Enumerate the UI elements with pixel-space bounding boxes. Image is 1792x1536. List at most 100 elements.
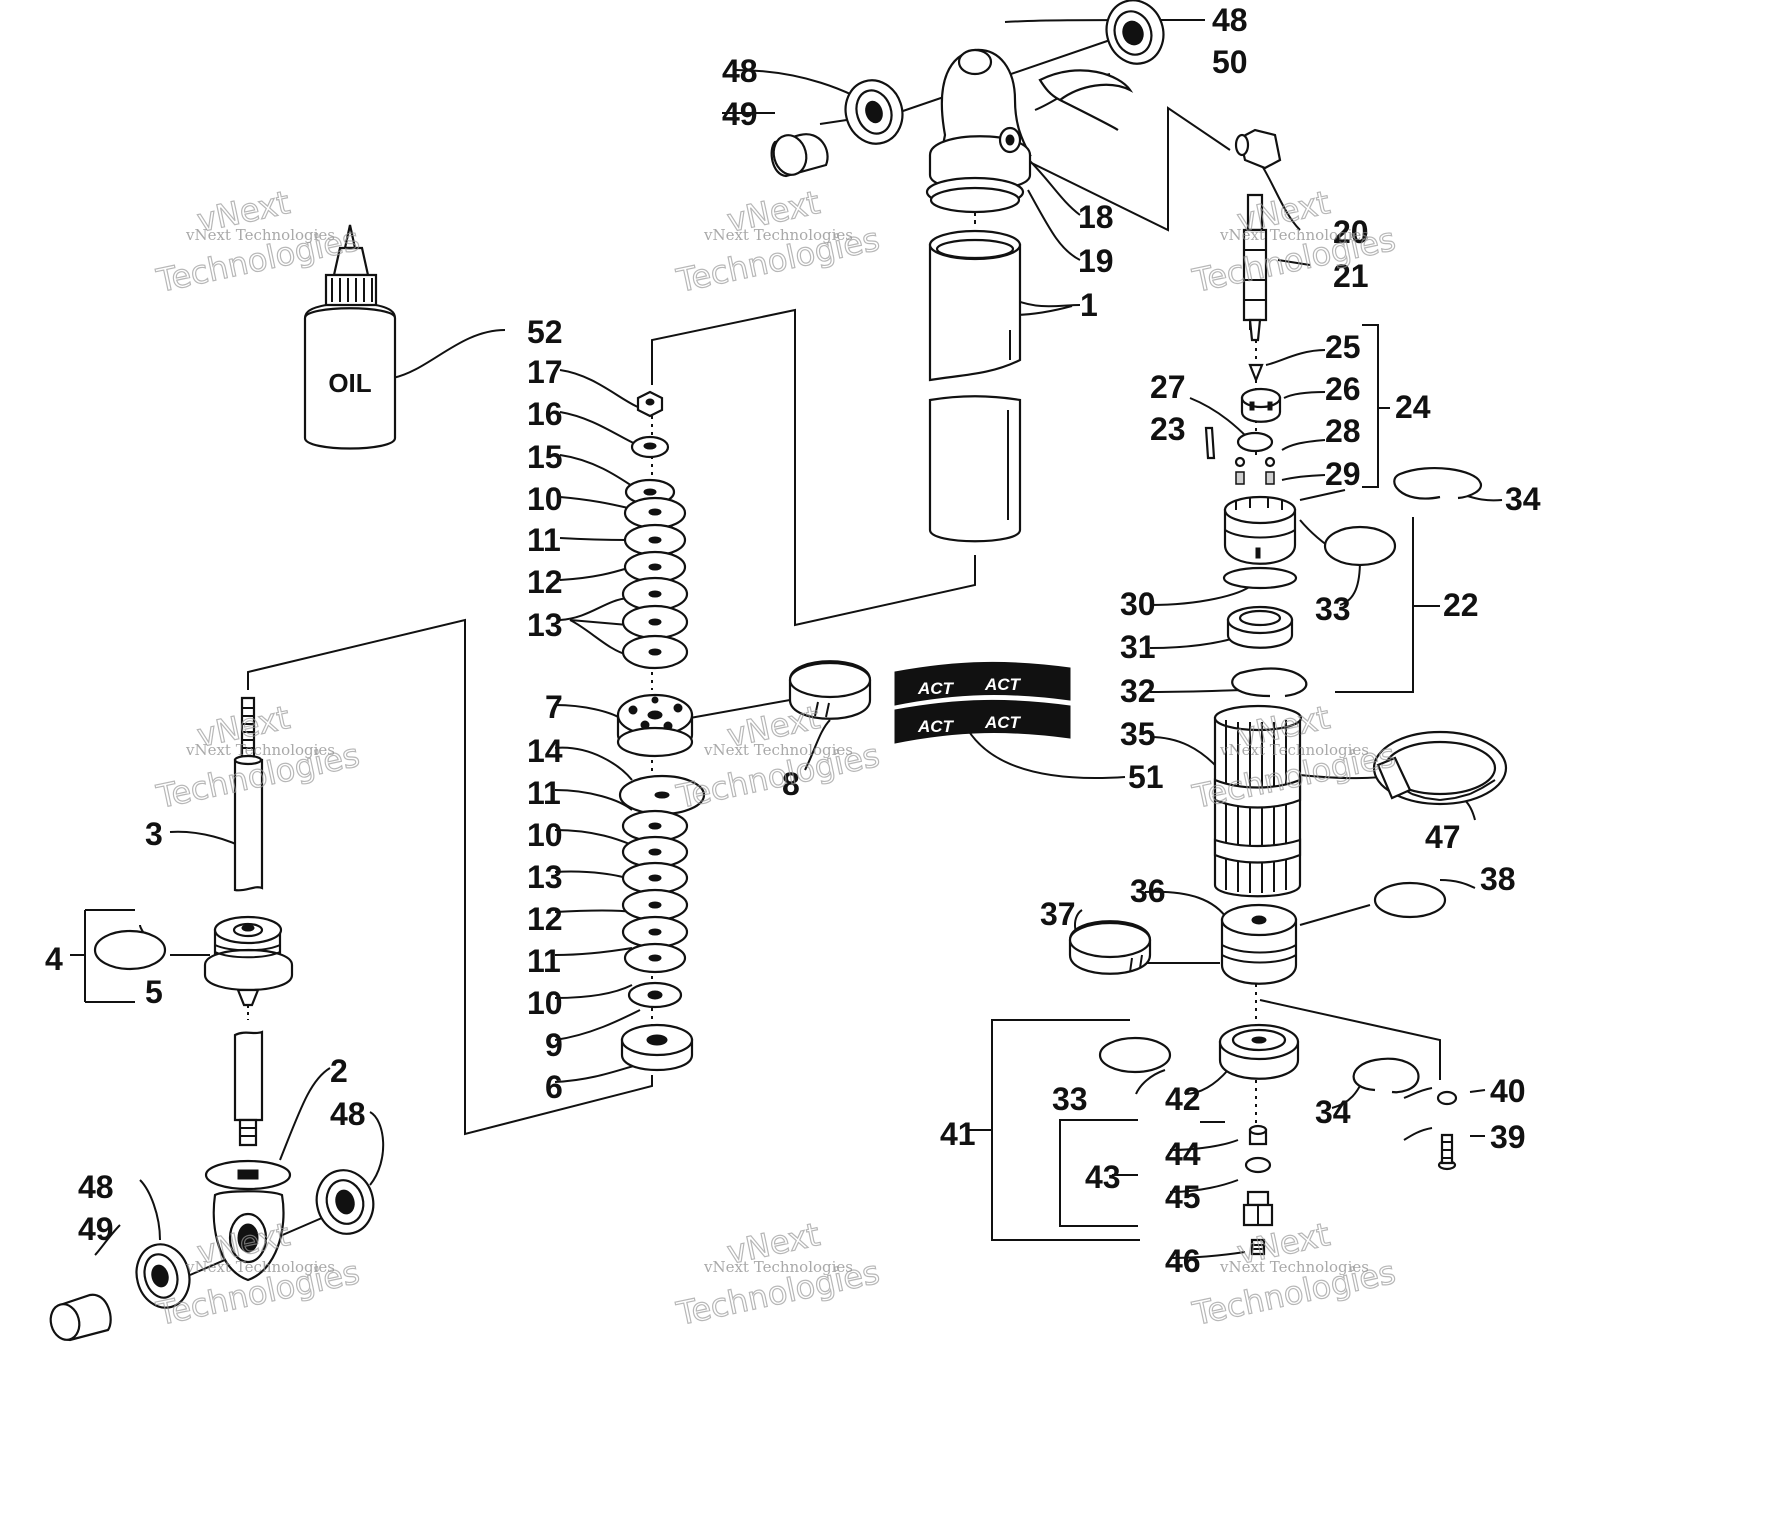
screw-25 <box>1248 363 1264 383</box>
decal-text-2: ACT <box>984 675 1022 694</box>
callout-18: 18 <box>1078 199 1114 235</box>
callout-39: 39 <box>1490 1119 1526 1155</box>
watermark-top-center: vNext vNext Technologies Technologies <box>672 183 883 301</box>
shaft-3 <box>233 696 264 892</box>
end-cap-42 <box>1218 1023 1300 1080</box>
shaft-lower <box>233 1030 264 1147</box>
decal-51: ACT ACT ACT ACT <box>894 661 1071 744</box>
shock-eye-bottom-2 <box>204 1159 292 1282</box>
oil-bottle-label: OIL <box>328 368 371 398</box>
hose-clamp-47 <box>1372 730 1508 806</box>
o-ring-27 <box>1236 431 1274 453</box>
callout-49-top: 49 <box>722 96 758 132</box>
callout-51: 51 <box>1128 759 1164 795</box>
callout-11-upper: 11 <box>527 522 561 558</box>
watermark-line2: vNext Technologies <box>185 741 335 759</box>
plug-44 <box>1248 1124 1268 1146</box>
callout-34-lower: 34 <box>1315 1094 1351 1130</box>
callout-27: 27 <box>1150 369 1186 405</box>
decal-text-1: ACT <box>917 679 955 698</box>
callout-34-upper: 34 <box>1505 481 1541 517</box>
callout-33-lower: 33 <box>1052 1081 1088 1117</box>
callout-4: 4 <box>45 941 63 977</box>
cylinder-1-lower <box>928 395 1022 543</box>
parts: OIL <box>49 0 1508 1342</box>
callout-25: 25 <box>1325 329 1361 365</box>
callout-48-bottom-right: 48 <box>330 1096 366 1132</box>
seal-head-4 <box>203 915 294 1007</box>
callout-29: 29 <box>1325 456 1361 492</box>
bushing-48-top-left <box>844 79 904 145</box>
piston-ring-8 <box>788 660 872 720</box>
callout-12-lower: 12 <box>527 901 563 937</box>
callout-10-upper: 10 <box>527 481 563 517</box>
callout-43: 43 <box>1085 1159 1121 1195</box>
o-ring-19 <box>929 186 1021 214</box>
watermark-line2: vNext Technologies <box>703 741 853 759</box>
pin-23 <box>1204 426 1216 460</box>
callout-48-top-right: 48 <box>1212 2 1248 38</box>
callout-10-lower: 10 <box>527 985 563 1021</box>
callout-28: 28 <box>1325 413 1361 449</box>
shim-stack-upper <box>621 478 689 670</box>
callout-36: 36 <box>1130 873 1166 909</box>
spring-29-left <box>1235 471 1245 485</box>
watermark-line2: vNext Technologies <box>703 1258 853 1276</box>
watermark-line2: vNext Technologies <box>1219 1258 1369 1276</box>
o-ring-33-upper <box>1323 525 1397 567</box>
bumper-6 <box>620 1023 694 1071</box>
callout-17: 17 <box>527 354 563 390</box>
callout-19: 19 <box>1078 243 1114 279</box>
callout-13-lower: 13 <box>527 859 563 895</box>
washer-45 <box>1244 1156 1272 1174</box>
oil-bottle-52: OIL <box>303 224 397 450</box>
spring-29-right <box>1265 471 1275 485</box>
callout-49-bottom: 49 <box>78 1211 114 1247</box>
nut-17 <box>636 390 664 418</box>
sleeve-49-top <box>770 133 829 178</box>
callout-44: 44 <box>1165 1136 1201 1172</box>
sleeve-49-bottom <box>49 1293 112 1342</box>
valve-hex-43 <box>1242 1190 1274 1227</box>
cap-31 <box>1226 605 1294 649</box>
washer-16 <box>630 435 670 459</box>
callout-11-lower: 11 <box>527 943 561 979</box>
callout-14: 14 <box>527 733 563 769</box>
callout-22: 22 <box>1443 587 1479 623</box>
watermark-bottom-right: vNext vNext Technologies Technologies <box>1188 1215 1399 1334</box>
callout-15: 15 <box>527 439 563 475</box>
reservoir-35 <box>1213 704 1303 898</box>
bushing-48-top-right <box>1105 0 1165 65</box>
piston-7 <box>616 693 694 758</box>
callout-24: 24 <box>1395 389 1431 425</box>
decal-text-4: ACT <box>984 713 1022 732</box>
callout-labels: 48 50 48 49 18 19 1 20 21 52 17 16 15 10… <box>45 2 1541 1279</box>
callout-21: 21 <box>1333 258 1369 294</box>
piston-36 <box>1220 903 1298 985</box>
poppet-26 <box>1240 387 1282 423</box>
reservoir-valve-body-22 <box>1223 495 1297 565</box>
callout-47: 47 <box>1425 819 1461 855</box>
callout-13-upper: 13 <box>527 607 563 643</box>
callout-9: 9 <box>545 1027 563 1063</box>
callout-7: 7 <box>545 689 563 725</box>
callout-26: 26 <box>1325 371 1361 407</box>
snap-ring-34-lower <box>1352 1057 1420 1094</box>
screw-39 <box>1437 1133 1457 1171</box>
ball-28-right <box>1264 456 1276 468</box>
callout-23: 23 <box>1150 411 1186 447</box>
callout-50: 50 <box>1212 44 1248 80</box>
callout-46: 46 <box>1165 1243 1201 1279</box>
bushing-48-bottom-left <box>135 1243 191 1309</box>
callout-2: 2 <box>330 1053 348 1089</box>
watermark-line2: vNext Technologies <box>185 226 335 244</box>
callout-30: 30 <box>1120 586 1156 622</box>
callout-40: 40 <box>1490 1073 1526 1109</box>
watermark-line2: vNext Technologies <box>185 1258 335 1276</box>
watermark-top-right: vNext vNext Technologies Technologies <box>1188 183 1399 301</box>
callout-8: 8 <box>782 766 800 802</box>
callout-42: 42 <box>1165 1081 1201 1117</box>
watermark-line2: vNext Technologies <box>703 226 853 244</box>
o-ring-33-lower <box>1098 1036 1172 1074</box>
